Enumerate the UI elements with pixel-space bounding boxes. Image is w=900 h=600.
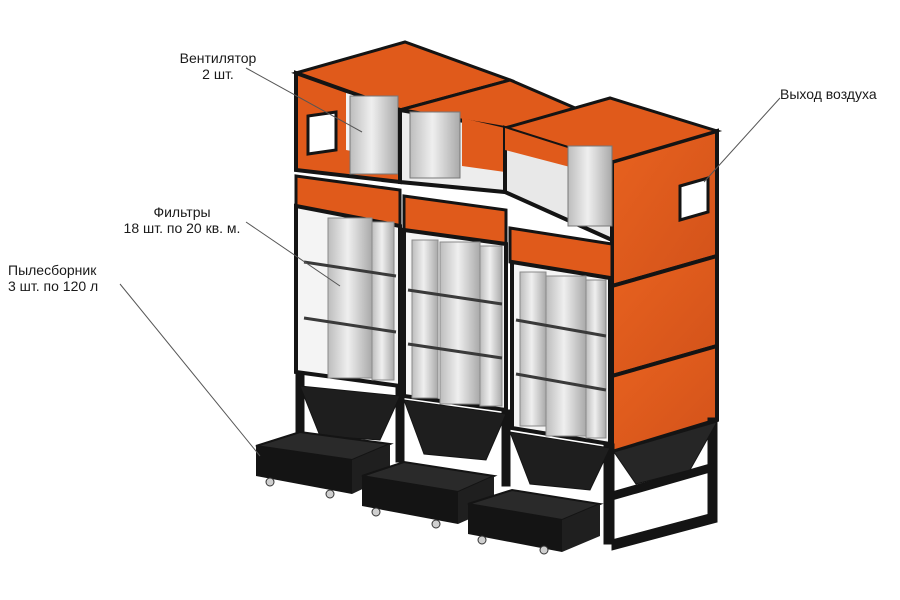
- filter-section-3: [510, 259, 612, 447]
- right-side-panels: [610, 128, 719, 455]
- filter-cartridge: [519, 271, 547, 427]
- dust-bin-1: [255, 430, 394, 499]
- filter-cartridge: [545, 275, 587, 437]
- fan-inlet-opening: [306, 110, 338, 156]
- dust-collector-leader: [119, 283, 261, 457]
- air-outlet-opening: [678, 176, 710, 222]
- support-frame: [295, 371, 719, 551]
- dust-collector-label-line2: 3 шт. по 120 л: [8, 278, 99, 294]
- leader-lines: [119, 67, 781, 457]
- filter-cartridge: [585, 279, 607, 439]
- filter-section-1: [294, 203, 402, 389]
- filters-label-line2: 18 шт. по 20 кв. м.: [123, 220, 241, 236]
- fan-cylinder: [349, 95, 399, 175]
- filter-section-2: [402, 227, 508, 413]
- fan-label-line2: 2 шт.: [202, 66, 234, 82]
- fan-label: Вентилятор 2 шт.: [168, 50, 268, 82]
- filters-label: Фильтры 18 шт. по 20 кв. м.: [108, 204, 256, 236]
- dust-collector-label: Пылесборник 3 шт. по 120 л: [8, 262, 138, 294]
- fan-section: [294, 70, 614, 244]
- air-outlet-leader: [703, 97, 781, 183]
- filter-cartridge: [327, 217, 373, 379]
- air-outlet-label: Выход воздуха: [780, 86, 898, 102]
- dust-bin-3: [467, 488, 604, 555]
- filter-cartridge: [439, 241, 481, 405]
- fan-leader: [245, 67, 363, 133]
- dust-bin-2: [361, 460, 498, 529]
- filter-cartridge: [411, 239, 439, 399]
- filters-label-line1: Фильтры: [153, 204, 211, 220]
- filters-leader: [245, 221, 341, 287]
- dust-collector-label-line1: Пылесборник: [8, 262, 97, 278]
- fan-label-line1: Вентилятор: [179, 50, 257, 66]
- filter-cartridge: [371, 221, 395, 381]
- filter-cartridge: [479, 245, 503, 407]
- air-outlet-label-line1: Выход воздуха: [780, 86, 877, 102]
